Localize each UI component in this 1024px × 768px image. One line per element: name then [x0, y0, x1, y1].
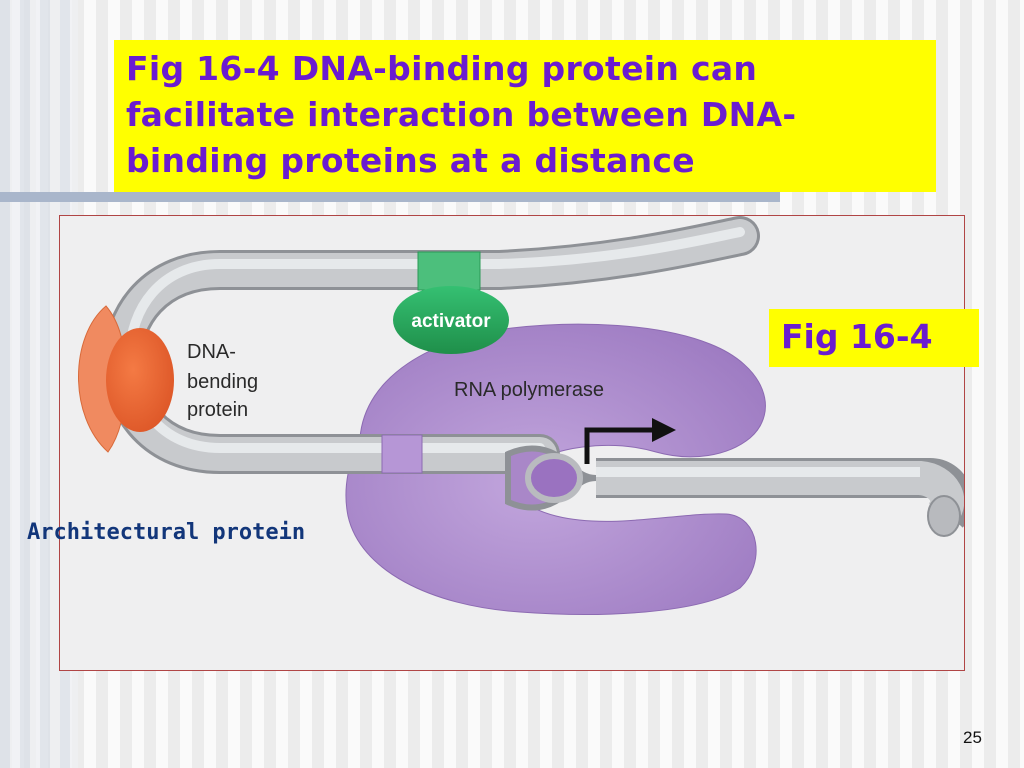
activator-label: activator	[411, 311, 491, 332]
activator-protein	[393, 286, 509, 354]
slide-title-box: Fig 16-4 DNA-binding protein can facilit…	[114, 40, 936, 192]
dna-bending-protein	[106, 328, 174, 432]
fig-label: Fig 16-4	[781, 317, 933, 356]
architectural-protein-label: Architectural protein	[27, 520, 306, 545]
transcription-start-arrow	[584, 427, 654, 464]
page-number: 25	[963, 728, 982, 747]
dna-bending-label-line-3: protein	[187, 399, 248, 421]
activator-dna-band	[417, 251, 481, 291]
rna-polymerase-label: RNA polymerase	[454, 379, 604, 401]
title-underline-rule	[0, 192, 780, 202]
dna-looping-diagram: activator RNA polymerase DNA- bending pr…	[78, 216, 964, 615]
fig-label-box: Fig 16-4	[769, 309, 979, 367]
dna-bending-label-line-2: bending	[187, 371, 258, 393]
polymerase-contact-band	[381, 434, 423, 474]
dna-bending-label-line-1: DNA-	[187, 341, 236, 363]
slide-title: Fig 16-4 DNA-binding protein can facilit…	[126, 49, 797, 180]
dna-looping-figure: activator RNA polymerase DNA- bending pr…	[59, 215, 965, 671]
dna-bending-label: DNA- bending protein	[187, 341, 264, 421]
